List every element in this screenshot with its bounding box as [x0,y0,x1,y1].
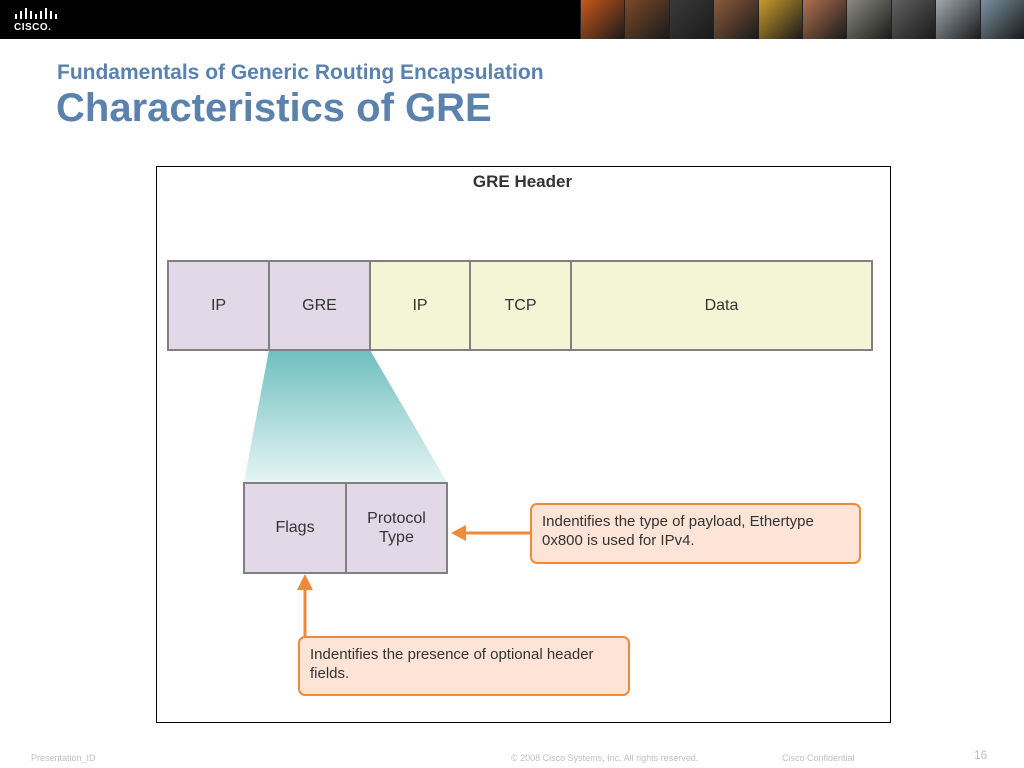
gre-field-label: Flags [275,519,315,537]
packet-field-ip-outer: IP [167,260,270,351]
slide-title: Characteristics of GRE [56,86,492,130]
packet-field-data: Data [570,260,873,351]
callout-text: Indentifies the type of payload, Etherty… [542,513,814,549]
slide-subtitle: Fundamentals of Generic Routing Encapsul… [57,61,544,84]
packet-field-label: Data [704,296,739,314]
banner-photo [580,0,625,39]
gre-field-label: Protocol Type [367,509,426,546]
callout-text: Indentifies the presence of optional hea… [310,646,594,682]
banner-photo [846,0,891,39]
packet-field-ip-inner: IP [369,260,471,351]
banner-photo [802,0,847,39]
banner-photo [624,0,669,39]
banner-photo-strip [580,0,1024,39]
callout-flags: Indentifies the presence of optional hea… [298,636,630,696]
banner-photo [668,0,714,39]
packet-field-label: GRE [302,296,337,314]
packet-field-gre: GRE [268,260,371,351]
top-banner: CISCO. [0,0,1024,39]
packet-field-label: IP [412,296,428,314]
footer-presentation-id: Presentation_ID [31,753,96,763]
cisco-bridge-logo-icon [15,8,57,19]
packet-field-label: IP [210,296,227,314]
banner-photo [935,0,980,39]
zoom-expansion-shape [244,350,447,482]
banner-photo [713,0,758,39]
banner-photo [890,0,936,39]
footer-confidential: Cisco Confidential [782,753,855,763]
cisco-logo: CISCO. [8,5,68,35]
flags-arrow [297,574,313,636]
callout-protocol-type: Indentifies the type of payload, Etherty… [530,503,861,564]
page-number: 16 [974,748,988,762]
banner-photo [979,0,1024,39]
footer-copyright: © 2008 Cisco Systems, Inc. All rights re… [511,753,699,763]
packet-field-label: TCP [504,296,537,314]
banner-photo [757,0,803,39]
cisco-logo-text: CISCO. [14,22,52,33]
diagram-title: GRE Header [472,172,573,191]
packet-field-tcp: TCP [469,260,572,351]
gre-field-flags: Flags [243,482,347,574]
gre-field-protocol-type: Protocol Type [345,482,448,574]
protocol-arrow [451,525,530,541]
